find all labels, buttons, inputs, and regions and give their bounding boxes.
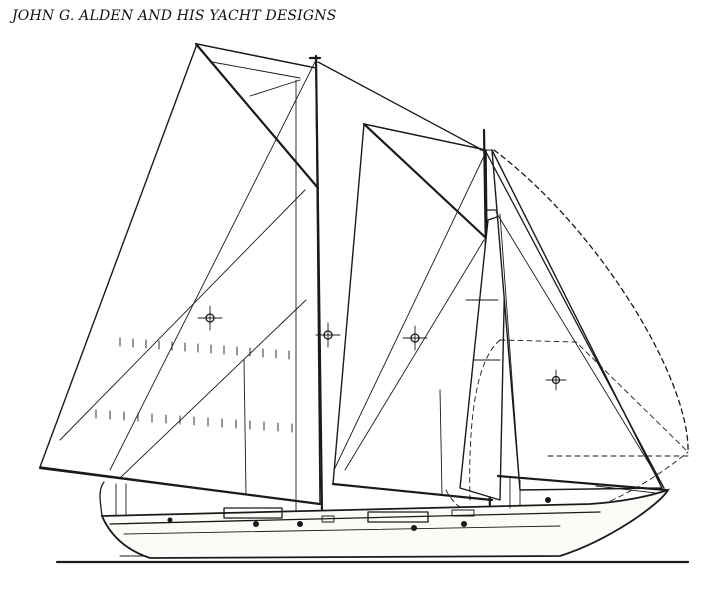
deck-house — [115, 477, 551, 531]
mainsail — [39, 43, 321, 505]
bowsprit — [496, 474, 668, 495]
jib-centre-mark-icon — [545, 369, 567, 391]
foresail-centre-mark-icon — [402, 325, 428, 351]
rigging — [109, 59, 665, 517]
sail-centre-mark-icon — [197, 305, 223, 331]
jib — [491, 149, 663, 491]
stern — [99, 481, 105, 517]
hull — [100, 488, 670, 559]
foresail — [331, 122, 494, 502]
mainmast — [38, 42, 341, 516]
page-title: JOHN G. ALDEN AND HIS YACHT DESIGNS — [12, 8, 337, 24]
